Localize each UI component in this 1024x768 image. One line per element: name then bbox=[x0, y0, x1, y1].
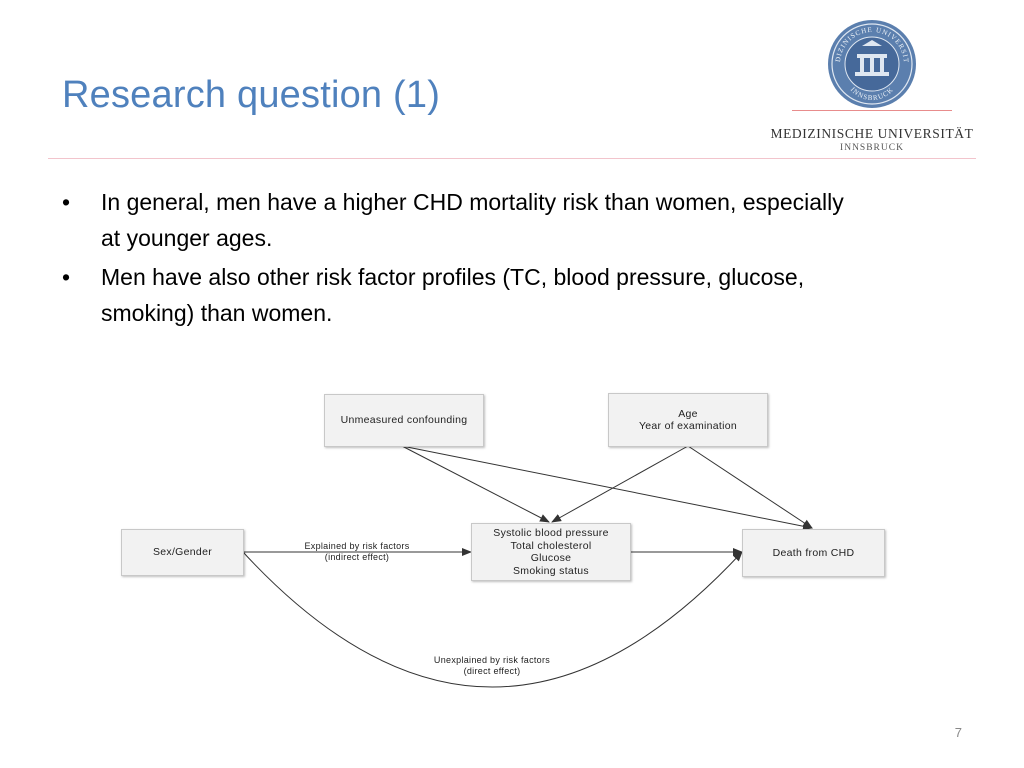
node-label: Glucose bbox=[530, 552, 572, 564]
university-logo: MEDIZINISCHE UNIVERSITÄT INNSBRUCK MEDIZ… bbox=[756, 8, 988, 158]
node-label: Death from CHD bbox=[772, 546, 855, 559]
bullet-item: • In general, men have a higher CHD mort… bbox=[62, 184, 962, 256]
edge-age-to-risk bbox=[551, 445, 689, 523]
node-label: Smoking status bbox=[513, 564, 589, 577]
node-label: Sex/Gender bbox=[152, 546, 213, 559]
bullet-list: • In general, men have a higher CHD mort… bbox=[62, 184, 962, 334]
node-label: Age bbox=[678, 407, 698, 420]
node-sex-gender: Sex/Gender bbox=[121, 529, 244, 576]
slide-title: Research question (1) bbox=[62, 74, 441, 116]
node-label: Year of examination bbox=[638, 420, 738, 432]
edge-unmeasured-to-risk bbox=[401, 445, 550, 523]
edge-age-to-death bbox=[687, 445, 813, 529]
title-divider bbox=[48, 158, 976, 159]
node-death-from-chd: Death from CHD bbox=[742, 529, 885, 577]
edge-label-line: (direct effect) bbox=[463, 666, 521, 676]
edge-label-line: Unexplained by risk factors bbox=[433, 655, 551, 665]
edge-label-line: Explained by risk factors bbox=[304, 541, 410, 551]
bullet-text-line: Men have also other risk factor profiles… bbox=[101, 264, 805, 290]
logo-city-name: INNSBRUCK bbox=[840, 143, 904, 153]
node-label: Unmeasured confounding bbox=[340, 414, 468, 427]
logo-university-name: MEDIZINISCHE UNIVERSITÄT bbox=[770, 126, 974, 141]
university-seal-icon: MEDIZINISCHE UNIVERSITÄT INNSBRUCK bbox=[756, 8, 916, 108]
bullet-text-line: In general, men have a higher CHD mortal… bbox=[101, 189, 844, 215]
bullet-marker: • bbox=[62, 189, 71, 215]
bullet-text-line: smoking) than women. bbox=[101, 300, 333, 326]
edge-sex-to-death bbox=[242, 551, 743, 688]
node-risk-factors: Systolic blood pressure Total cholestero… bbox=[471, 523, 631, 581]
edge-label-indirect: Explained by risk factors (indirect effe… bbox=[292, 541, 422, 563]
node-label: Systolic blood pressure bbox=[493, 527, 609, 539]
edge-unmeasured-to-death bbox=[401, 445, 813, 531]
node-unmeasured-confounding: Unmeasured confounding bbox=[324, 394, 484, 447]
logo-divider bbox=[792, 110, 952, 111]
bullet-item: • Men have also other risk factor profil… bbox=[62, 259, 962, 331]
node-label: Total cholesterol bbox=[510, 539, 592, 552]
node-age: Age Year of examination bbox=[608, 393, 768, 447]
bullet-marker: • bbox=[62, 264, 71, 290]
edge-label-direct: Unexplained by risk factors (direct effe… bbox=[422, 655, 562, 677]
page-number: 7 bbox=[954, 725, 962, 740]
edge-label-line: (indirect effect) bbox=[324, 552, 390, 562]
bullet-text-line: at younger ages. bbox=[101, 225, 273, 251]
